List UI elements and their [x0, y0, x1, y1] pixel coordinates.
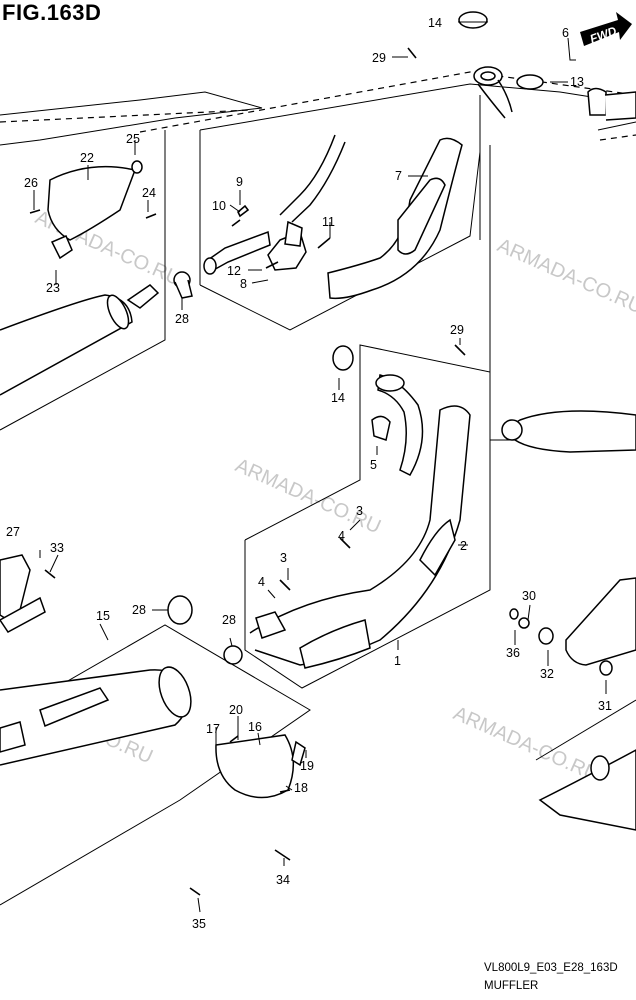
callout-35: 35 — [192, 917, 206, 931]
callout-5: 5 — [370, 458, 377, 472]
left-muffler-group — [0, 130, 166, 431]
watermark: ARMADA-CO.RU — [232, 454, 384, 538]
callout-3: 3 — [280, 551, 287, 565]
front-pipe-group — [223, 344, 491, 689]
leader-lines — [33, 21, 607, 913]
callout-19: 19 — [300, 759, 314, 773]
callout-15: 15 — [96, 609, 110, 623]
callout-7: 7 — [395, 169, 402, 183]
callout-8: 8 — [240, 277, 247, 291]
callout-17: 17 — [206, 722, 220, 736]
watermark: ARMADA-CO.RU — [494, 234, 636, 318]
callout-33: 33 — [50, 541, 64, 555]
upper-pipe-group — [173, 11, 636, 331]
callout-6: 6 — [562, 26, 569, 40]
callout-26: 26 — [24, 176, 38, 190]
callout-9: 9 — [236, 175, 243, 189]
callout-3: 3 — [356, 504, 363, 518]
fwd-arrow: FWD — [580, 12, 632, 46]
right-muffler-group — [489, 145, 636, 831]
callout-14: 14 — [428, 16, 442, 30]
callout-28: 28 — [132, 603, 146, 617]
fwd-label: FWD — [588, 24, 619, 47]
figure-code: VL800L9_E03_E28_163D — [484, 962, 618, 974]
callout-32: 32 — [540, 667, 554, 681]
callouts: 14 6 29 13 7 9 10 11 12 8 25 22 26 24 23… — [6, 16, 612, 931]
callout-31: 31 — [598, 699, 612, 713]
callout-16: 16 — [248, 720, 262, 734]
callout-29: 29 — [450, 323, 464, 337]
callout-25: 25 — [126, 132, 140, 146]
callout-22: 22 — [80, 151, 94, 165]
lower-muffler-group — [0, 554, 311, 906]
callout-4: 4 — [338, 529, 345, 543]
callout-20: 20 — [229, 703, 243, 717]
callout-2: 2 — [460, 539, 467, 553]
callout-1: 1 — [394, 654, 401, 668]
callout-23: 23 — [46, 281, 60, 295]
callout-4: 4 — [258, 575, 265, 589]
callout-18: 18 — [294, 781, 308, 795]
callout-14: 14 — [331, 391, 345, 405]
watermark: ARMADA-CO.RU — [450, 702, 602, 786]
callout-12: 12 — [227, 264, 241, 278]
callout-13: 13 — [570, 75, 584, 89]
figure-caption: MUFFLER — [484, 980, 539, 992]
callout-24: 24 — [142, 186, 156, 200]
callout-36: 36 — [506, 646, 520, 660]
callout-11: 11 — [322, 215, 335, 229]
callout-30: 30 — [522, 589, 536, 603]
callout-28: 28 — [175, 312, 189, 326]
callout-27: 27 — [6, 525, 20, 539]
figure-title: FIG.163D — [2, 0, 102, 25]
callout-10: 10 — [212, 199, 226, 213]
callout-28: 28 — [222, 613, 236, 627]
callout-34: 34 — [276, 873, 290, 887]
callout-29: 29 — [372, 51, 386, 65]
